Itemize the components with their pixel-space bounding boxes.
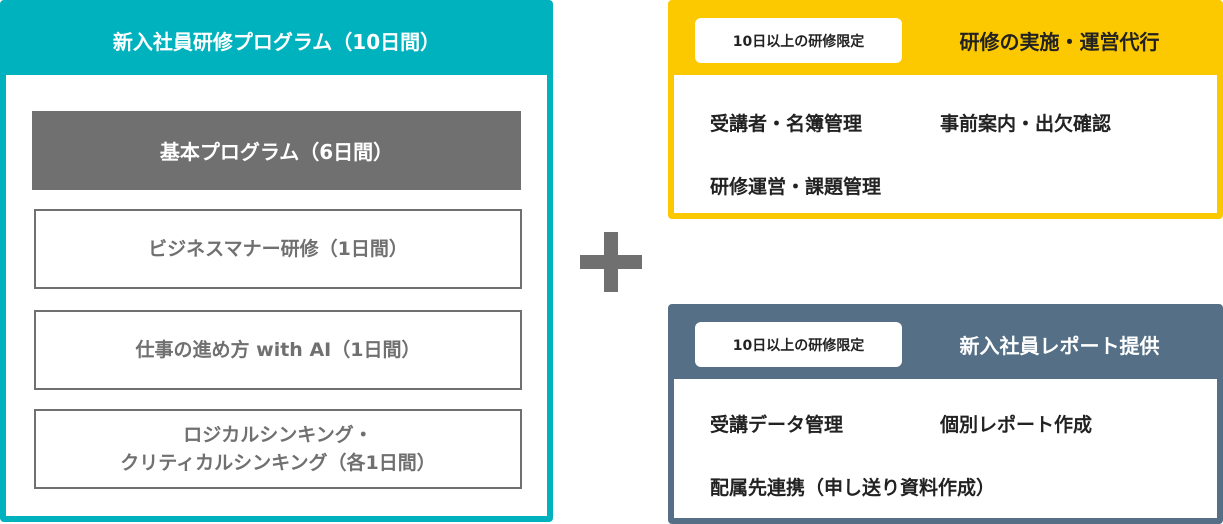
service-item-data: 受講データ管理 — [710, 414, 844, 436]
report-title: 新入社員レポート提供 — [959, 334, 1160, 358]
service-item-handover: 配属先連携（申し送り資料作成） — [710, 477, 996, 499]
course-label-line2: クリティカルシンキング（各1日間） — [120, 452, 436, 474]
limited-badge: 10日以上の研修限定 — [695, 322, 902, 367]
course-label-line1: ロジカルシンキング・ — [183, 423, 373, 446]
report-header: 10日以上の研修限定 新入社員レポート提供 — [674, 310, 1217, 379]
service-item-operation: 研修運営・課題管理 — [710, 176, 882, 198]
service-item-report: 個別レポート作成 — [940, 414, 1093, 436]
report-panel: 10日以上の研修限定 新入社員レポート提供 受講データ管理 個別レポート作成 配… — [668, 304, 1223, 524]
service-item-attendance: 事前案内・出欠確認 — [940, 113, 1112, 135]
limited-badge: 10日以上の研修限定 — [695, 18, 902, 63]
training-program-title: 新入社員研修プログラム（10日間） — [6, 6, 547, 75]
training-operation-panel: 10日以上の研修限定 研修の実施・運営代行 受講者・名簿管理 事前案内・出欠確認… — [668, 0, 1223, 219]
course-logical-critical-thinking: ロジカルシンキング・ クリティカルシンキング（各1日間） — [34, 409, 522, 489]
service-item-roster: 受講者・名簿管理 — [710, 113, 863, 135]
training-operation-title: 研修の実施・運営代行 — [959, 30, 1160, 54]
course-label: ビジネスマナー研修（1日間） — [148, 237, 408, 260]
training-operation-header: 10日以上の研修限定 研修の実施・運営代行 — [674, 6, 1217, 75]
course-label: 仕事の進め方 with AI（1日間） — [135, 338, 421, 361]
base-program-bar: 基本プログラム（6日間） — [32, 111, 521, 190]
plus-icon — [580, 232, 642, 292]
course-work-with-ai: 仕事の進め方 with AI（1日間） — [34, 310, 522, 390]
course-business-manners: ビジネスマナー研修（1日間） — [34, 209, 522, 289]
training-program-panel: 新入社員研修プログラム（10日間） 基本プログラム（6日間） ビジネスマナー研修… — [0, 0, 553, 522]
